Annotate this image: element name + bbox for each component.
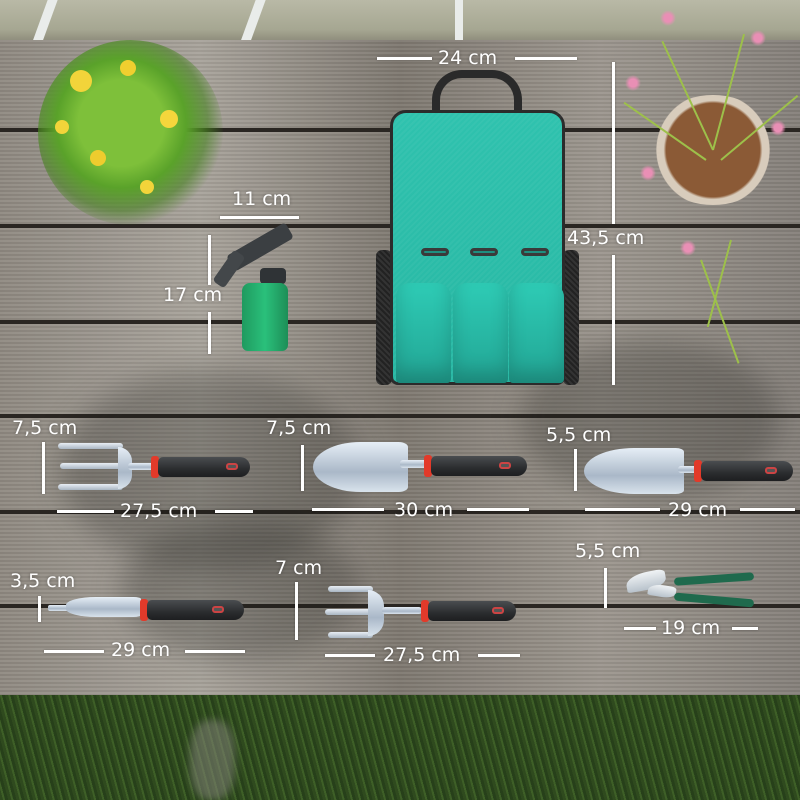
tool-handle <box>158 457 250 477</box>
tool-handle <box>147 600 244 620</box>
rake-length-label: 27,5 cm <box>383 644 461 666</box>
spray-reservoir <box>242 283 288 351</box>
red-collar <box>694 460 702 482</box>
dimension-line <box>740 508 795 511</box>
dimension-line <box>295 582 298 640</box>
dimension-line <box>515 57 577 60</box>
window-frame <box>32 0 58 42</box>
dimension-line <box>732 627 758 630</box>
red-collar <box>151 456 159 478</box>
transplanter-length-label: 29 cm <box>668 499 728 521</box>
mesh-side-pocket <box>563 250 579 385</box>
tool-loop <box>470 248 498 256</box>
tool-handle <box>428 601 516 621</box>
stepping-stone <box>190 720 235 800</box>
dimension-line <box>325 654 375 657</box>
mesh-side-pocket <box>376 250 392 385</box>
weeder-length-label: 29 cm <box>111 639 171 661</box>
backpack-height-label: 43,5 cm <box>567 227 645 249</box>
front-pocket <box>509 283 564 383</box>
front-pocket <box>453 283 508 383</box>
dimension-line <box>312 508 384 511</box>
front-pocket <box>396 283 451 383</box>
tool-handle <box>431 456 527 476</box>
weeder-width-label: 3,5 cm <box>10 570 76 592</box>
dimension-line <box>612 62 615 224</box>
red-collar <box>424 455 432 477</box>
trowel-length-label: 30 cm <box>394 499 454 521</box>
dimension-line <box>377 57 432 60</box>
window-wall-backdrop <box>0 0 800 42</box>
window-frame <box>455 0 463 42</box>
dimension-line <box>185 650 245 653</box>
spray-trigger <box>212 249 246 289</box>
dimension-line <box>612 255 615 385</box>
dimension-line <box>467 508 529 511</box>
dimension-line <box>604 568 607 608</box>
spray-bottle <box>212 222 298 353</box>
tool-loop <box>421 248 449 256</box>
garden-tool-backpack <box>376 70 579 385</box>
dimension-line <box>215 510 253 513</box>
spray-width-label: 11 cm <box>232 188 292 210</box>
lawn-grass <box>0 695 800 800</box>
cultivator-length-label: 27,5 cm <box>120 500 198 522</box>
dimension-line <box>301 445 304 491</box>
window-frame <box>240 0 266 42</box>
dimension-line <box>585 508 660 511</box>
dimension-line <box>574 449 577 491</box>
red-collar <box>421 600 429 622</box>
dimension-line <box>44 650 104 653</box>
bag-body <box>390 110 565 385</box>
rake-width-label: 7 cm <box>275 557 323 579</box>
shears-length-label: 19 cm <box>661 617 721 639</box>
cultivator-width-label: 7,5 cm <box>12 417 78 439</box>
dimension-line <box>57 510 114 513</box>
tool-loop <box>521 248 549 256</box>
bag-handle <box>432 70 522 130</box>
trowel-width-label: 7,5 cm <box>266 417 332 439</box>
red-collar <box>140 599 148 621</box>
dimension-line <box>624 627 656 630</box>
dimension-line <box>42 442 45 494</box>
tool-handle <box>701 461 793 481</box>
dimension-line <box>208 312 211 354</box>
spray-height-label: 17 cm <box>163 284 223 306</box>
dimension-line <box>478 654 520 657</box>
dimension-line <box>208 235 211 285</box>
dimension-line <box>38 596 41 622</box>
transplanter-width-label: 5,5 cm <box>546 424 612 446</box>
dimension-line <box>220 216 299 219</box>
backpack-width-label: 24 cm <box>438 47 498 69</box>
shears-width-label: 5,5 cm <box>575 540 641 562</box>
